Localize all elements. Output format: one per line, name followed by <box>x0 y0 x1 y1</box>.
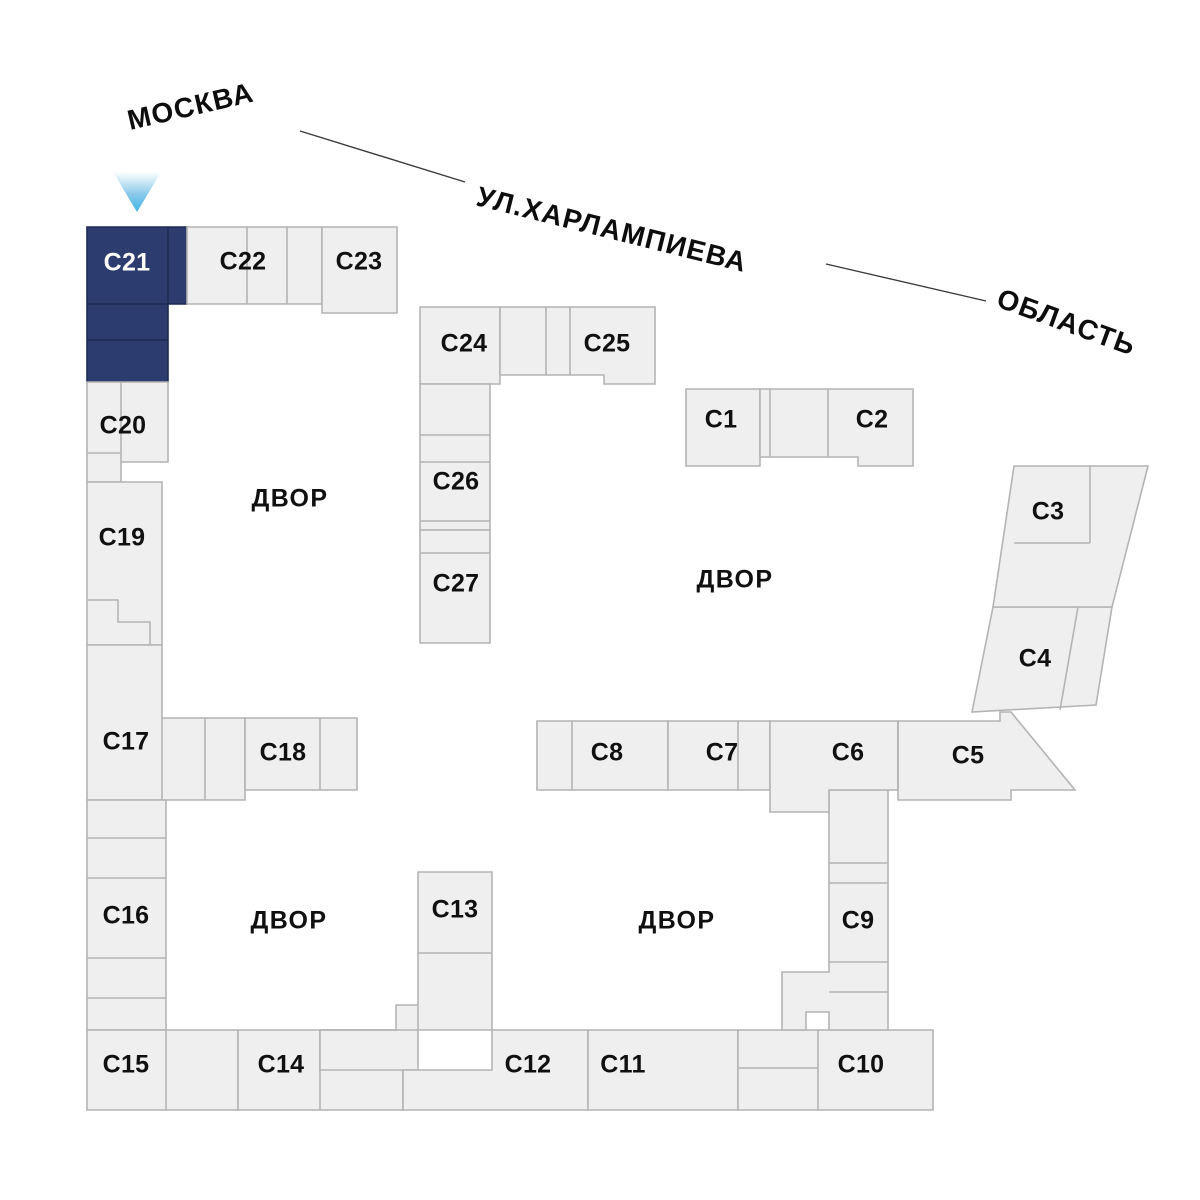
label-moskva: МОСКВА <box>124 77 256 136</box>
building-c20[interactable]: C20 <box>86 381 169 483</box>
building-label-c3: C3 <box>1032 498 1065 526</box>
building-shape-c5[interactable] <box>897 711 1077 801</box>
building-seams-c25 <box>545 307 571 375</box>
courtyard-label-group: ДВОР ДВОР ДВОР ДВОР <box>251 485 774 935</box>
building-shape-c10[interactable] <box>737 1029 934 1111</box>
building-label-c1: C1 <box>705 406 738 434</box>
building-c15[interactable]: C15 <box>86 1029 239 1111</box>
building-shape-c12[interactable] <box>402 1029 589 1111</box>
building-seams-c20 <box>87 382 122 462</box>
building-c24[interactable]: C24 <box>419 306 501 385</box>
building-label-c20: C20 <box>100 412 147 440</box>
building-c2[interactable]: C2 <box>759 388 914 467</box>
building-c6[interactable]: C6 <box>769 720 899 813</box>
building-label-c12: C12 <box>505 1051 552 1079</box>
building-c25[interactable]: C25 <box>499 306 656 385</box>
building-seams-c9 <box>829 862 888 993</box>
building-label-c8: C8 <box>591 739 624 767</box>
building-label-c18: C18 <box>260 739 307 767</box>
building-seams-c17 <box>161 718 206 800</box>
building-label-c22: C22 <box>220 248 267 276</box>
leader-moskva <box>299 130 466 183</box>
building-seams-c16 <box>87 837 166 999</box>
building-c13[interactable]: C13 <box>319 871 493 1071</box>
building-seams-c2 <box>769 389 829 457</box>
building-seams-c13 <box>320 952 492 1031</box>
building-shape-c24[interactable] <box>419 306 501 385</box>
building-c5[interactable]: C5 <box>897 711 1077 801</box>
label-oblast: ОБЛАСТЬ <box>993 283 1140 362</box>
selected-building-marker-icon <box>113 172 161 212</box>
building-label-c11: C11 <box>600 1051 645 1079</box>
yard-southeast-label: ДВОР <box>639 907 716 935</box>
building-shape-c13[interactable] <box>319 871 493 1071</box>
leader-oblast <box>825 263 987 302</box>
building-c27[interactable]: C27 <box>419 529 491 644</box>
building-seams-c3 <box>1014 466 1091 544</box>
yard-northeast-label: ДВОР <box>697 566 774 594</box>
building-c19[interactable]: C19 <box>86 481 163 646</box>
building-label-c26: C26 <box>433 468 480 496</box>
yard-southwest-label: ДВОР <box>251 907 328 935</box>
building-shape-c19[interactable] <box>86 481 163 646</box>
building-c26[interactable]: C26 <box>419 383 491 531</box>
building-shape-c3[interactable] <box>992 465 1150 608</box>
building-seams-c21 <box>87 227 169 341</box>
building-seams-c19 <box>87 599 151 645</box>
building-label-c7: C7 <box>706 739 739 767</box>
building-label-c6: C6 <box>832 739 865 767</box>
yard-northwest-label: ДВОР <box>252 485 329 513</box>
building-label-c14: C14 <box>258 1051 305 1079</box>
building-c16[interactable]: C16 <box>86 799 167 1031</box>
building-label-c10: C10 <box>838 1051 885 1079</box>
building-label-c17: C17 <box>103 728 150 756</box>
building-label-c25: C25 <box>584 330 631 358</box>
building-label-c13: C13 <box>432 896 479 924</box>
building-label-c5: C5 <box>952 742 985 770</box>
building-c9[interactable]: C9 <box>781 789 889 1031</box>
building-c8[interactable]: C8 <box>536 720 669 791</box>
building-seams-c26 <box>420 434 490 522</box>
building-label-c24: C24 <box>441 330 488 358</box>
building-c7[interactable]: C7 <box>667 720 771 791</box>
building-label-c15: C15 <box>103 1051 150 1079</box>
building-c11[interactable]: C11 <box>587 1029 739 1111</box>
building-c23[interactable]: C23 <box>321 226 398 314</box>
building-shape-c9[interactable] <box>781 789 889 1031</box>
building-label-c4: C4 <box>1019 645 1052 673</box>
building-shape-c2[interactable] <box>759 388 914 467</box>
building-shape-c26[interactable] <box>419 383 491 531</box>
leader-line-group <box>299 130 987 302</box>
building-label-c16: C16 <box>103 902 150 930</box>
building-shape-c1[interactable] <box>685 388 761 467</box>
building-label-c2: C2 <box>856 406 889 434</box>
building-c17[interactable]: C17 <box>86 644 246 801</box>
building-label-c19: C19 <box>99 524 146 552</box>
building-seams-c4 <box>1059 606 1079 711</box>
building-label-c27: C27 <box>433 570 480 598</box>
label-ul-harlampieva: УЛ.ХАРЛАМПИЕВА <box>474 181 751 278</box>
building-c1[interactable]: C1 <box>685 388 761 467</box>
building-c22[interactable]: C22 <box>186 226 323 305</box>
building-shape-c25[interactable] <box>499 306 656 385</box>
building-c18[interactable]: C18 <box>244 717 358 791</box>
building-shape-c23[interactable] <box>321 226 398 314</box>
building-label-c9: C9 <box>842 907 875 935</box>
building-label-c23: C23 <box>336 248 383 276</box>
building-c10[interactable]: C10 <box>737 1029 934 1111</box>
building-c21[interactable]: C21 <box>86 226 188 383</box>
building-seams-c10 <box>738 1030 819 1110</box>
building-c4[interactable]: C4 <box>971 606 1113 713</box>
building-shape-c17[interactable] <box>86 644 246 801</box>
building-c12[interactable]: C12 <box>402 1029 589 1111</box>
building-label-c21: C21 <box>104 249 151 277</box>
building-seams-c22 <box>246 227 288 304</box>
building-c3[interactable]: C3 <box>992 465 1150 608</box>
building-shape-c27[interactable] <box>419 529 491 644</box>
